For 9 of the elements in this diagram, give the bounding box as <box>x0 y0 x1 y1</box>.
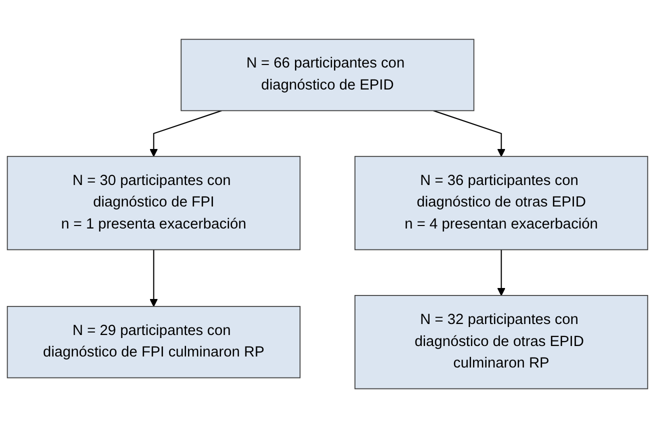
arrow <box>150 250 158 307</box>
node-box: N = 32 participantes con diagnóstico de otras EPID culminaron RP <box>354 294 648 390</box>
arrow <box>497 250 506 296</box>
node-box: N = 36 participantes con diagnóstico de otras EPID n = 4 presentan exacerbación <box>354 156 648 250</box>
arrow <box>150 110 222 157</box>
arrow <box>433 110 506 157</box>
node-box: N = 30 participantes con diagnóstico de FPI n = 1 presenta exacerbación <box>6 156 301 250</box>
node-box: N = 66 participantes con diagnóstico de EPID <box>180 38 474 112</box>
node-box: N = 29 participantes con diagnóstico de FPI culminaron RP <box>6 306 301 378</box>
